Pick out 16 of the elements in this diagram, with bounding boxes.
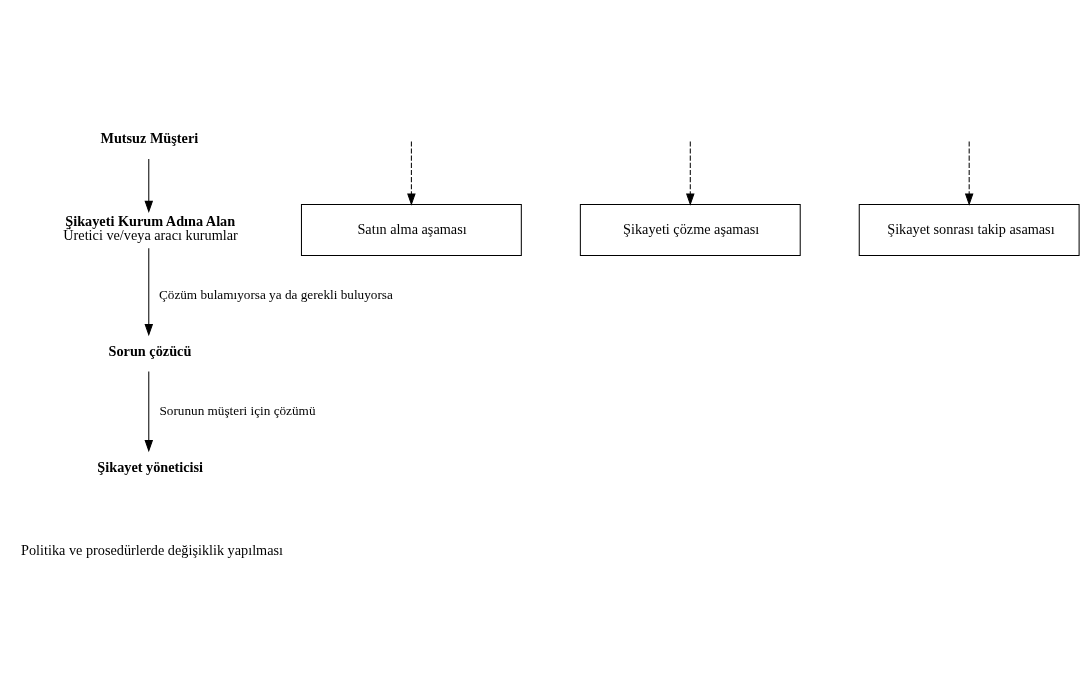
edge-label: Çözüm bulamıyorsa ya da gerekli buluyorsa xyxy=(158,286,393,302)
arrow xyxy=(407,140,416,206)
arrow xyxy=(144,370,154,453)
arrow xyxy=(144,247,154,337)
edge-label: Sorunun müşteri için çözümü xyxy=(159,402,316,418)
arrow xyxy=(144,158,154,214)
arrow xyxy=(686,140,695,206)
node-text: Şikayet yöneticisi xyxy=(97,458,204,475)
label: Politika ve prosedürlerde değişiklik yapılması xyxy=(21,542,284,559)
arrow xyxy=(964,140,974,206)
node-box: Satın alma aşaması xyxy=(300,204,522,256)
node-text: Mutsuz Müşteri xyxy=(100,130,199,147)
node-text: Sorun çözücü xyxy=(108,342,192,359)
node-text: Şikayeti Kurum Adına Alan Üretici ve/veya aracı kurumlar xyxy=(63,213,238,244)
node-box: Şikayet sonrası takip asaması xyxy=(858,204,1080,256)
node-box: Şikayeti çözme aşaması xyxy=(579,204,801,256)
